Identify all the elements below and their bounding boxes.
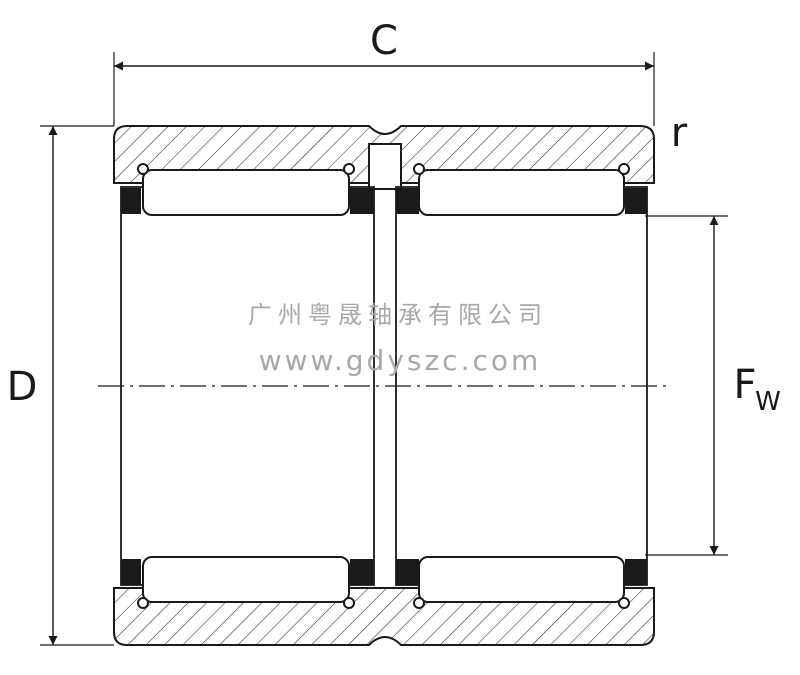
raceway-diameter-label: F <box>733 362 756 408</box>
lubrication-hole <box>368 143 402 190</box>
outer-diameter-label: D <box>7 364 38 410</box>
retainer-dot <box>137 597 149 609</box>
retainer-dot <box>343 163 355 175</box>
outer-ring-top <box>113 125 655 190</box>
watermark-company: 广州粤晟轴承有限公司 <box>248 301 548 329</box>
cage-blocks <box>121 188 647 585</box>
needle-roller <box>142 169 350 216</box>
needle-roller <box>418 169 625 216</box>
retainer-dot <box>343 597 355 609</box>
radius-label: r <box>671 110 688 156</box>
retainer-dot <box>413 163 425 175</box>
retainer-dot <box>618 597 630 609</box>
width-label: C <box>370 18 398 64</box>
retainer-dot <box>413 597 425 609</box>
watermark-website: www.gdyszc.com <box>259 344 542 377</box>
raceway-diameter-subscript: W <box>755 387 781 417</box>
retainer-dot <box>137 163 149 175</box>
needle-roller <box>142 556 350 603</box>
needle-roller <box>418 556 625 603</box>
retainer-dot <box>618 163 630 175</box>
